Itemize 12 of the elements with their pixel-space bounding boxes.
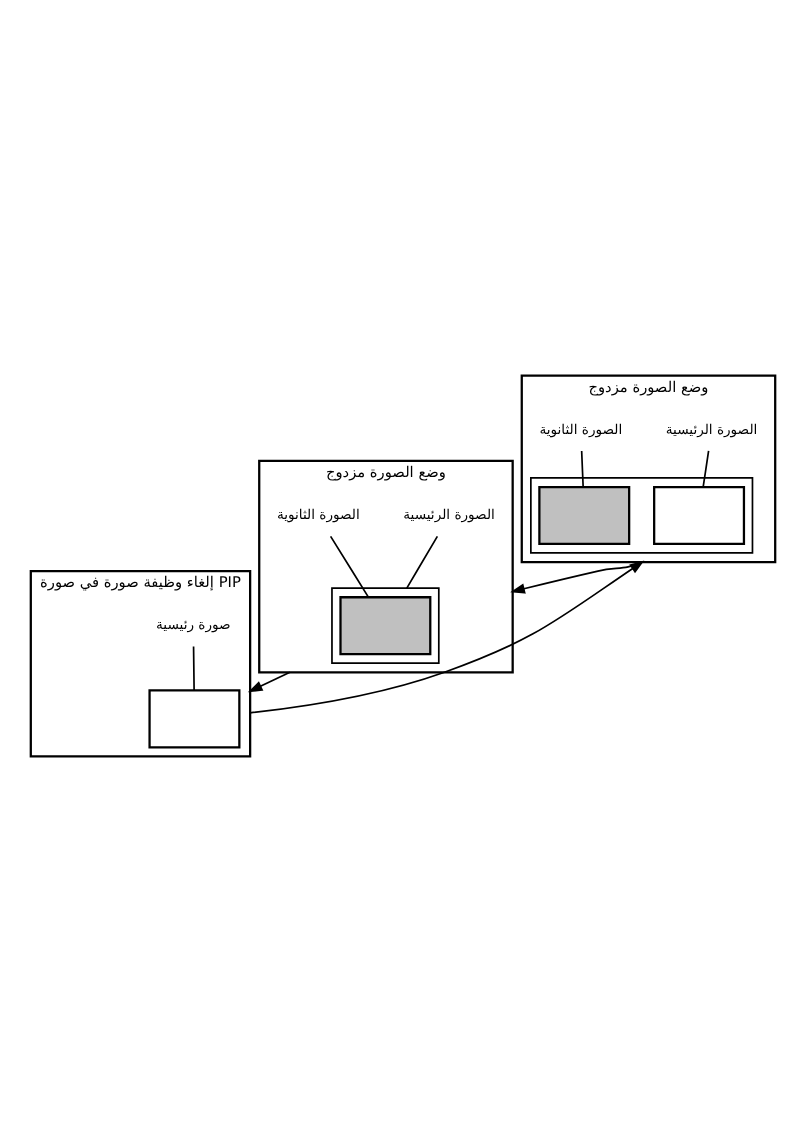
node-box <box>653 485 746 545</box>
arrow <box>510 561 644 594</box>
connector <box>405 535 439 589</box>
node-box <box>538 485 631 545</box>
connector <box>329 535 370 598</box>
connector <box>580 450 584 488</box>
arrow <box>249 560 645 714</box>
node-box <box>148 689 241 749</box>
connector <box>702 450 710 488</box>
arrow <box>247 671 291 693</box>
cluster <box>530 477 754 554</box>
connector <box>192 645 195 692</box>
